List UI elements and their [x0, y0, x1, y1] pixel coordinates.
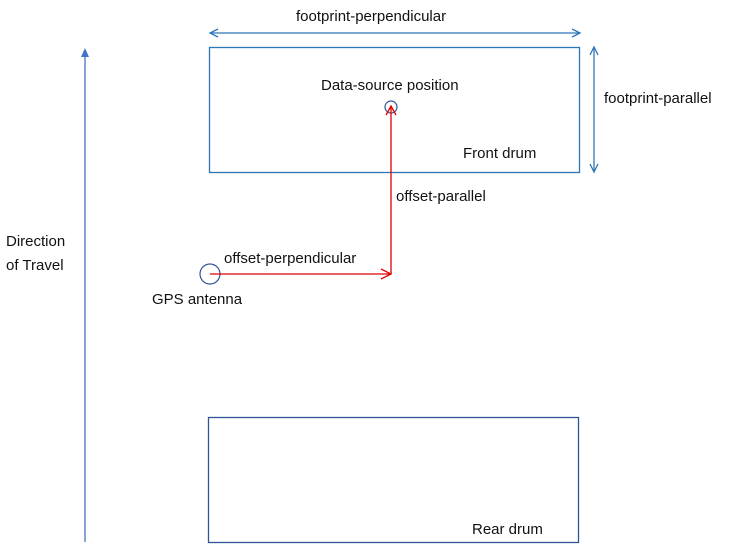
direction-of-travel-label-line1: Direction: [6, 233, 66, 250]
offset-perpendicular-arrow: [210, 268, 393, 280]
offset-perpendicular-label: offset-perpendicular: [224, 250, 357, 267]
offset-parallel-arrow: [385, 104, 397, 274]
footprint-perpendicular-label: footprint-perpendicular: [296, 8, 447, 25]
rear-drum-rect: [207, 416, 580, 544]
front-drum-rect: [208, 46, 581, 174]
gps-antenna-label: GPS antenna: [152, 291, 243, 308]
footprint-parallel-arrow: [589, 45, 599, 174]
offset-parallel-label: offset-parallel: [396, 188, 486, 205]
front-drum-label: Front drum: [463, 145, 537, 162]
data-source-position-label: Data-source position: [321, 77, 459, 94]
direction-of-travel-arrow: [81, 48, 89, 542]
footprint-parallel-label: footprint-parallel: [604, 90, 712, 107]
footprint-perpendicular-arrow: [208, 28, 582, 38]
rear-drum-label: Rear drum: [472, 521, 543, 538]
direction-of-travel-label-line2: of Travel: [6, 257, 64, 274]
